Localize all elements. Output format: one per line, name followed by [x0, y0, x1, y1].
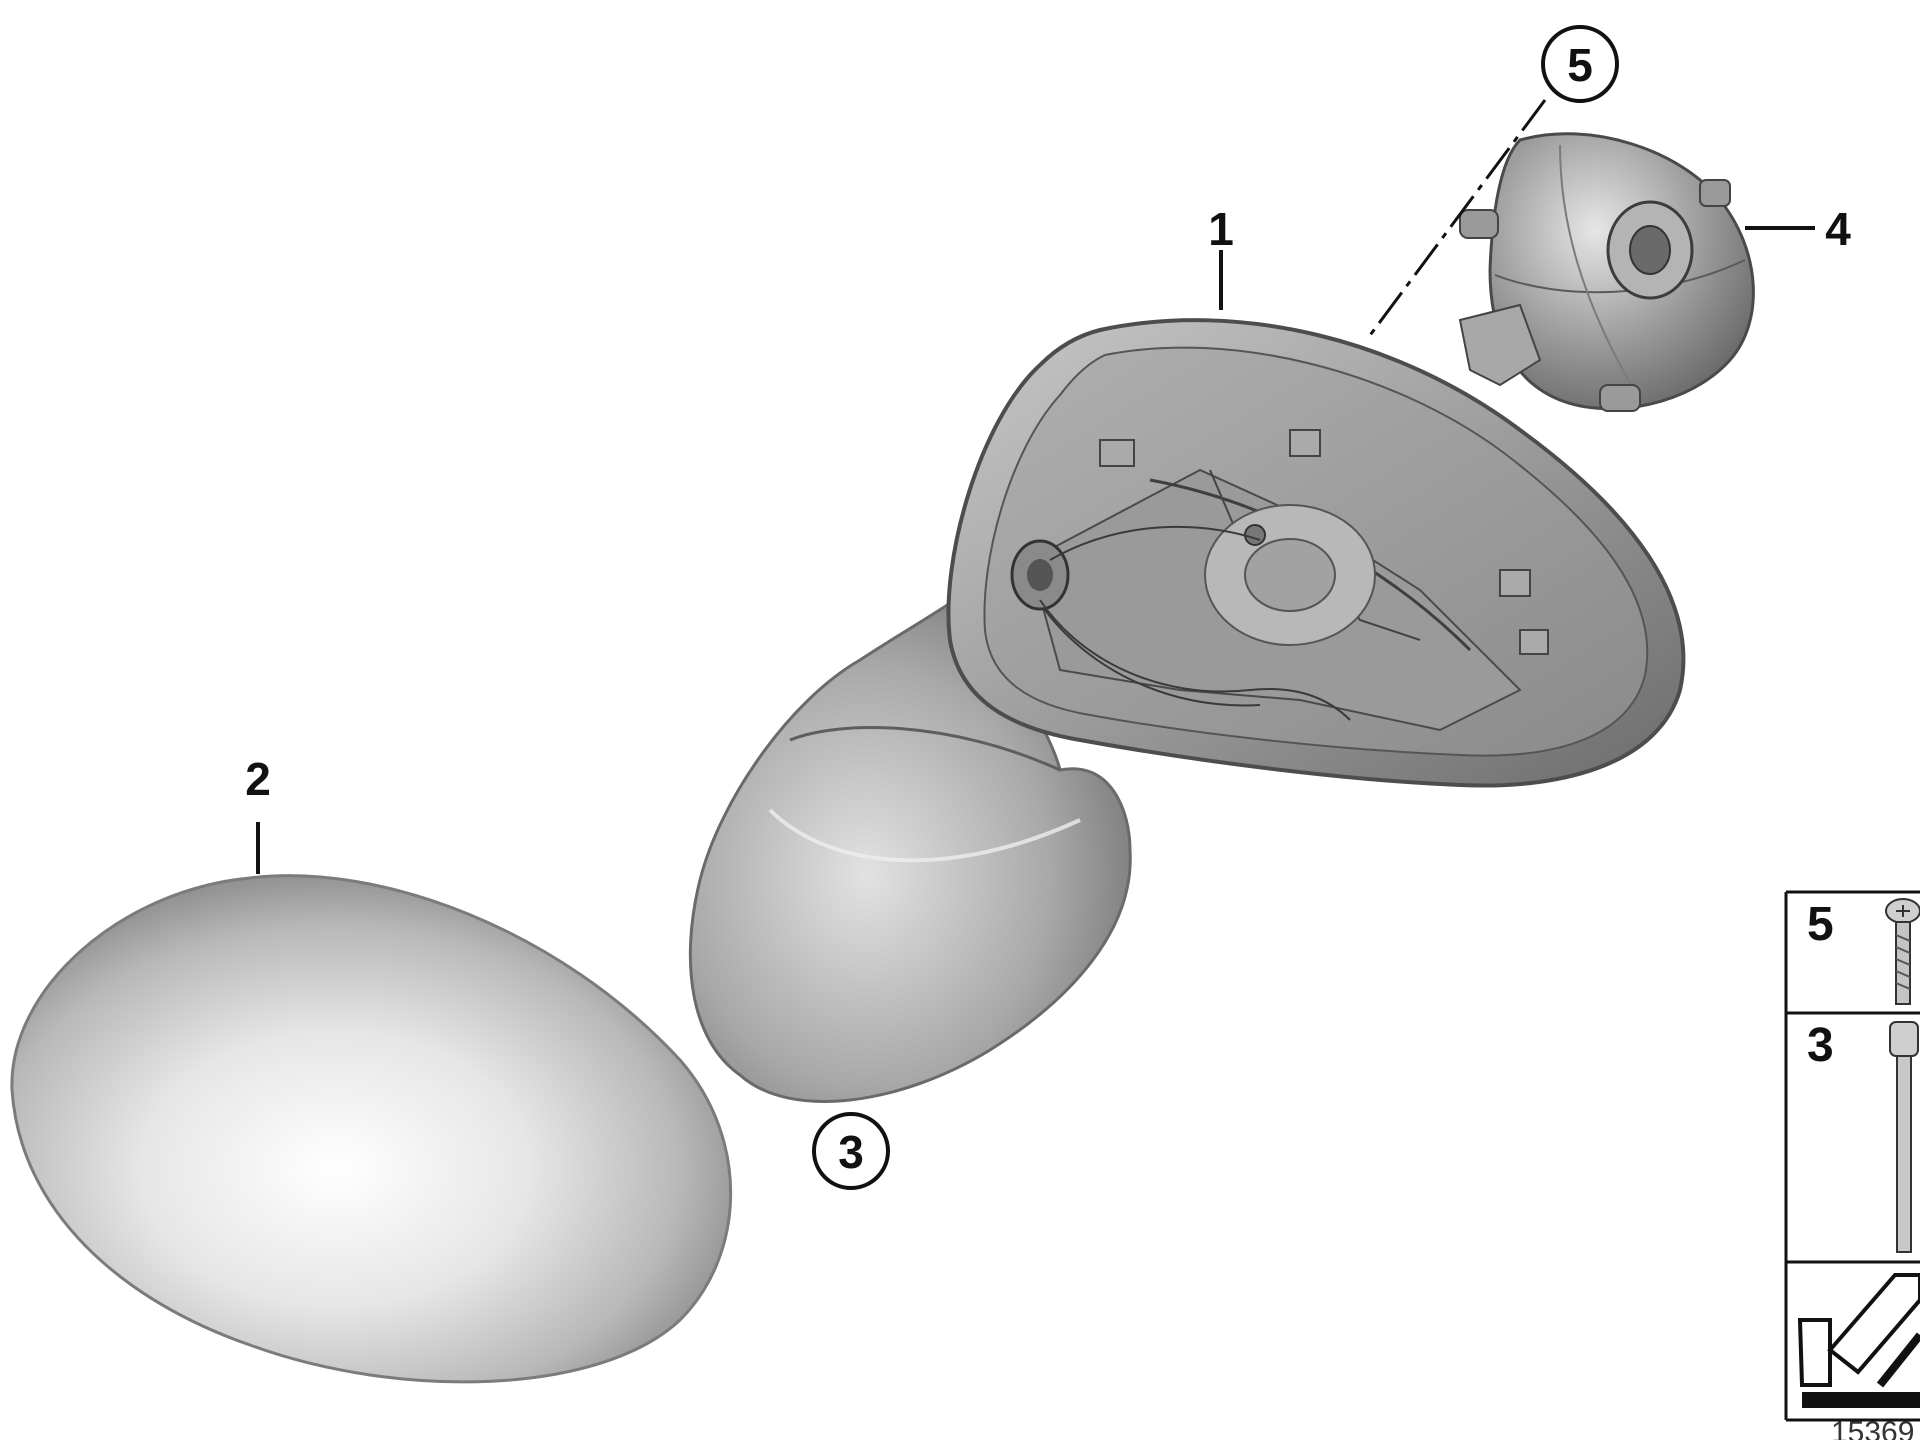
callout-label: 1 — [1208, 203, 1234, 255]
callout-circle — [1541, 25, 1619, 103]
leader-lines — [256, 99, 1815, 874]
legend-row-label: 5 — [1807, 898, 1834, 951]
callout-label: 2 — [245, 753, 271, 805]
mirror-cap-part — [10, 874, 733, 1384]
legend-row-screw: 5 — [1807, 898, 1920, 1005]
mirror-housing-part — [946, 318, 1686, 788]
callout-1: 1 — [1208, 203, 1234, 255]
bolt-icon — [1889, 1021, 1919, 1253]
legend-row-mounting — [1797, 1273, 1920, 1408]
legend-row-bolt: 3 — [1807, 1019, 1919, 1253]
callout-3: 3 — [812, 1112, 890, 1190]
mirror-actuator-part — [1458, 132, 1755, 412]
mounting-direction-icon — [1797, 1273, 1920, 1408]
fastener-legend: 5 3 — [1784, 890, 1920, 1422]
legend-row-label: 3 — [1807, 1019, 1834, 1072]
callout-label: 3 — [838, 1126, 864, 1178]
callout-4: 4 — [1825, 203, 1851, 255]
callout-label: 4 — [1825, 203, 1851, 255]
callout-5: 5 — [1541, 25, 1619, 103]
figure-id-label: 15369 — [1831, 1416, 1914, 1440]
callout-circle — [812, 1112, 890, 1190]
callout-2: 2 — [245, 753, 271, 805]
callout-label: 5 — [1567, 39, 1593, 91]
screw-icon — [1885, 898, 1920, 1005]
